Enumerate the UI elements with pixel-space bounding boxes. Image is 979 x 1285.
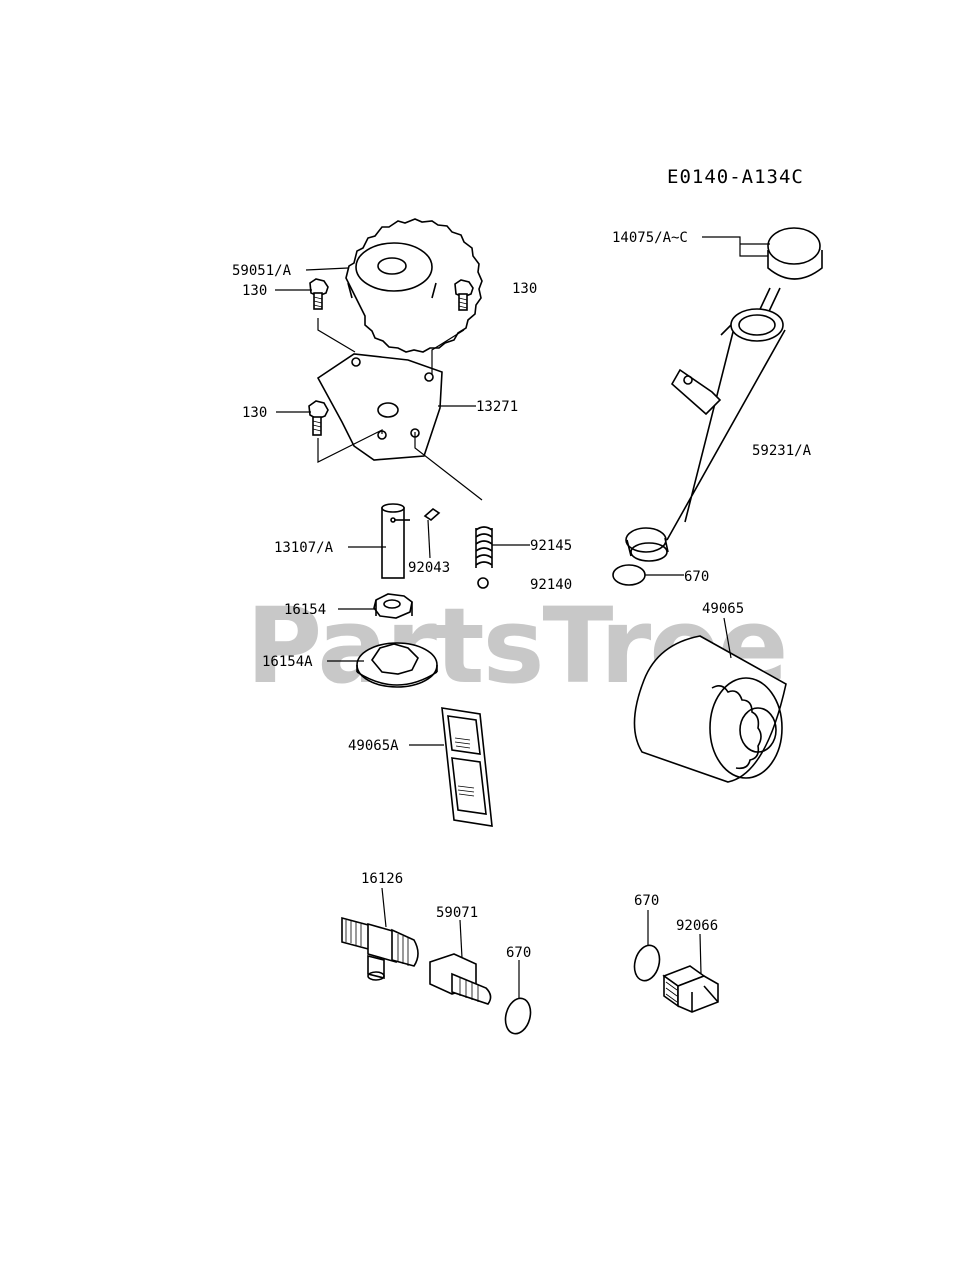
label-bolt-left-mid: 130	[242, 405, 267, 421]
label-oring-tube: 670	[684, 569, 709, 585]
oring-drain-part[interactable]	[631, 943, 663, 984]
label-idler-gear: 59051/A	[232, 263, 292, 279]
label-dipstick: 14075/A~C	[612, 230, 688, 246]
label-spring: 92145	[530, 538, 572, 554]
label-pin: 92043	[408, 560, 450, 576]
filler-tube-part[interactable]	[625, 308, 786, 562]
oil-fitting-part[interactable]	[341, 916, 419, 981]
diagram-code: E0140-A134C	[667, 166, 804, 188]
pump-cover-plate-part[interactable]	[316, 353, 443, 461]
label-nipple: 59071	[436, 905, 478, 921]
label-screen: 49065A	[348, 738, 399, 754]
pump-shaft-part[interactable]	[381, 503, 410, 579]
label-oil-filter: 49065	[702, 601, 744, 617]
label-bolt-left-top: 130	[242, 283, 267, 299]
label-oring-drain: 670	[634, 893, 659, 909]
oring-tube-part[interactable]	[612, 564, 646, 586]
leader-lines	[275, 236, 770, 998]
bolt-left-top-part[interactable]	[309, 278, 329, 310]
label-filler-tube: 59231/A	[752, 443, 812, 459]
label-outer-rotor: 16154A	[262, 654, 313, 670]
drain-plug-part[interactable]	[662, 965, 719, 1013]
label-drain-plug: 92066	[676, 918, 718, 934]
oil-nipple-part[interactable]	[429, 953, 492, 1005]
pin-part[interactable]	[423, 507, 441, 522]
idler-gear-part[interactable]	[345, 218, 483, 353]
label-plate: 13271	[476, 399, 518, 415]
label-inner-rotor: 16154	[284, 602, 326, 618]
spring-part[interactable]	[475, 526, 493, 568]
oil-screen-part[interactable]	[441, 707, 493, 827]
dipstick-part[interactable]	[753, 227, 823, 323]
label-fitting: 16126	[361, 871, 403, 887]
outer-rotor-part[interactable]	[356, 642, 438, 688]
oring-nipple-part[interactable]	[502, 996, 534, 1037]
label-shaft: 13107/A	[274, 540, 334, 556]
relief-ball-part[interactable]	[477, 577, 489, 589]
label-oring-nipple: 670	[506, 945, 531, 961]
bolt-left-mid-part[interactable]	[308, 400, 329, 436]
inner-rotor-part[interactable]	[373, 593, 413, 619]
label-ball: 92140	[530, 577, 572, 593]
bolt-right-top-part[interactable]	[454, 279, 474, 311]
oil-filter-part[interactable]	[633, 635, 787, 783]
label-bolt-right-top: 130	[512, 281, 537, 297]
